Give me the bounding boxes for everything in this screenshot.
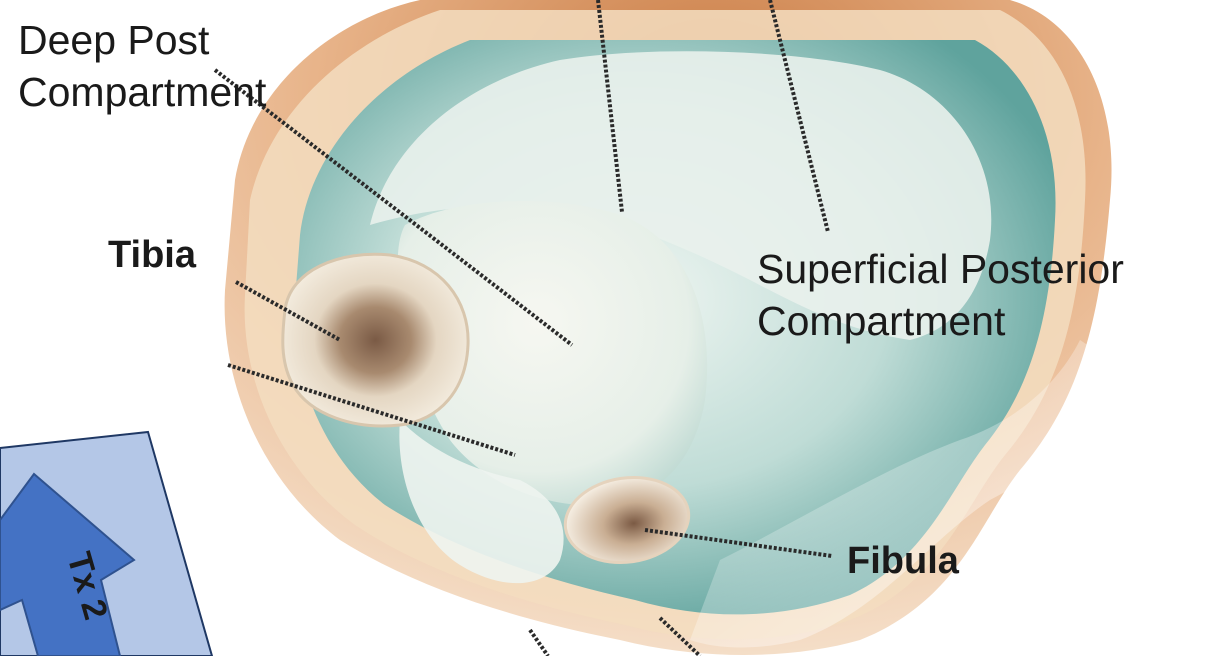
superficial-label-line2: Compartment [757, 295, 1124, 347]
superficial-label-line1: Superficial Posterior [757, 243, 1124, 295]
tibia-bone [283, 254, 468, 426]
superficial-posterior-compartment-label: Superficial Posterior Compartment [757, 243, 1124, 347]
deep-post-label-line1: Deep Post [18, 14, 266, 66]
deep-post-compartment-label: Deep Post Compartment [18, 14, 266, 118]
bottom-leader-1 [530, 630, 548, 656]
fibula-label: Fibula [847, 540, 959, 583]
deep-post-label-line2: Compartment [18, 66, 266, 118]
tibia-label: Tibia [108, 234, 196, 277]
